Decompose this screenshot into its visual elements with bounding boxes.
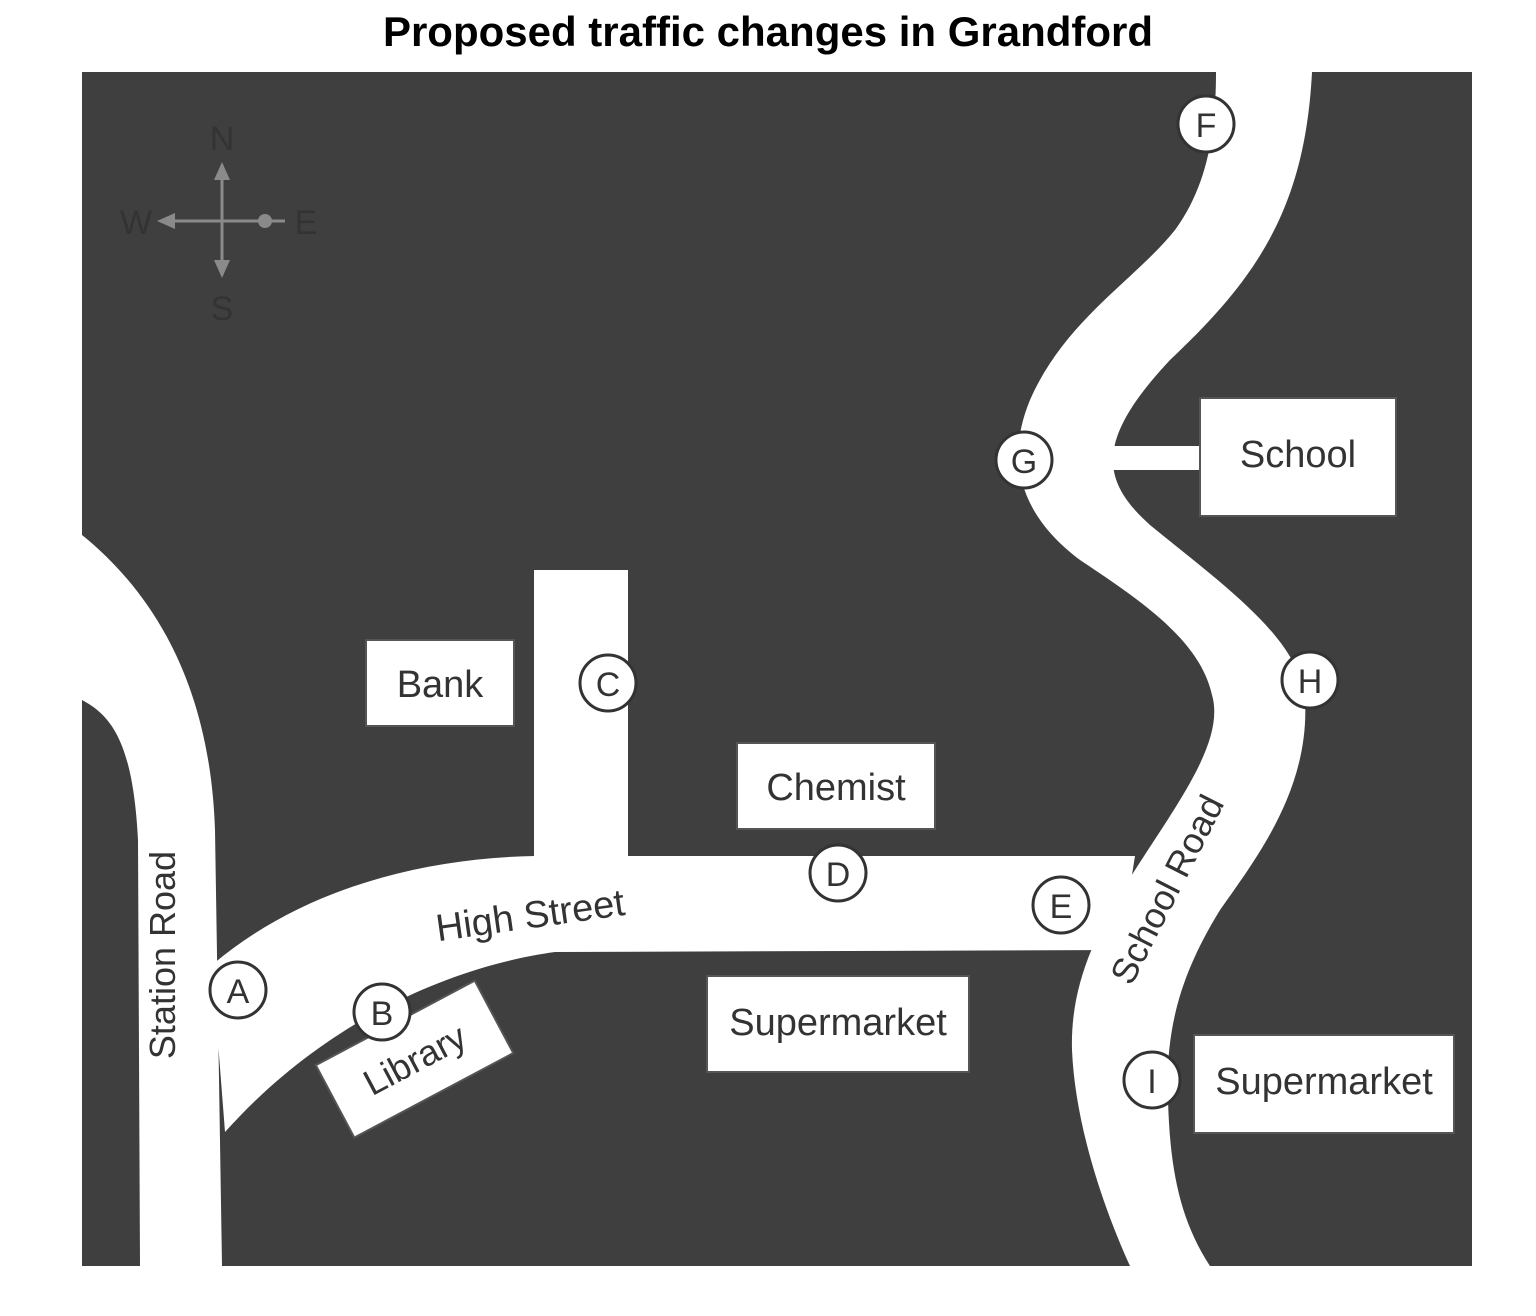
chemist-label: Chemist (766, 767, 906, 809)
point-label-g: G (1011, 443, 1037, 481)
supermarket-label: Supermarket (729, 1002, 947, 1044)
compass-rose-icon: N S W E (120, 120, 317, 328)
bank-label: Bank (397, 664, 485, 706)
compass-s: S (211, 290, 234, 328)
point-label-a: A (227, 973, 250, 1011)
point-marker-b: B (352, 982, 412, 1042)
school-access-road (1110, 446, 1202, 470)
high-street (212, 856, 1135, 1132)
point-marker-i: I (1122, 1050, 1182, 1110)
station-road (82, 535, 222, 1266)
supermarket-label-east: Supermarket (1215, 1061, 1433, 1103)
school-building: School (1199, 397, 1397, 517)
point-label-b: B (371, 995, 394, 1033)
chemist-building: Chemist (736, 742, 936, 830)
point-marker-e: E (1031, 875, 1091, 935)
compass-e: E (295, 204, 318, 242)
map-title: Proposed traffic changes in Grandford (382, 8, 1154, 55)
point-label-i: I (1147, 1063, 1156, 1101)
point-label-c: C (596, 666, 621, 704)
point-marker-g: G (994, 430, 1054, 490)
compass-w: W (120, 204, 152, 242)
school-road (1018, 72, 1312, 1266)
supermarket-building-east: Supermarket (1193, 1034, 1455, 1134)
point-marker-f: F (1176, 94, 1236, 154)
point-label-h: H (1298, 663, 1323, 701)
supermarket-building: Supermarket (706, 975, 970, 1073)
point-marker-h: H (1280, 650, 1340, 710)
compass-n: N (210, 120, 235, 158)
point-marker-d: D (808, 843, 868, 903)
station-road-label: Station Road (142, 851, 183, 1059)
bank-building: Bank (365, 639, 515, 727)
side-road-north (534, 570, 628, 870)
point-label-e: E (1050, 888, 1073, 926)
point-label-f: F (1196, 107, 1217, 145)
school-label: School (1240, 434, 1356, 476)
point-marker-a: A (208, 960, 268, 1020)
point-marker-c: C (578, 653, 638, 713)
point-label-d: D (826, 856, 851, 894)
